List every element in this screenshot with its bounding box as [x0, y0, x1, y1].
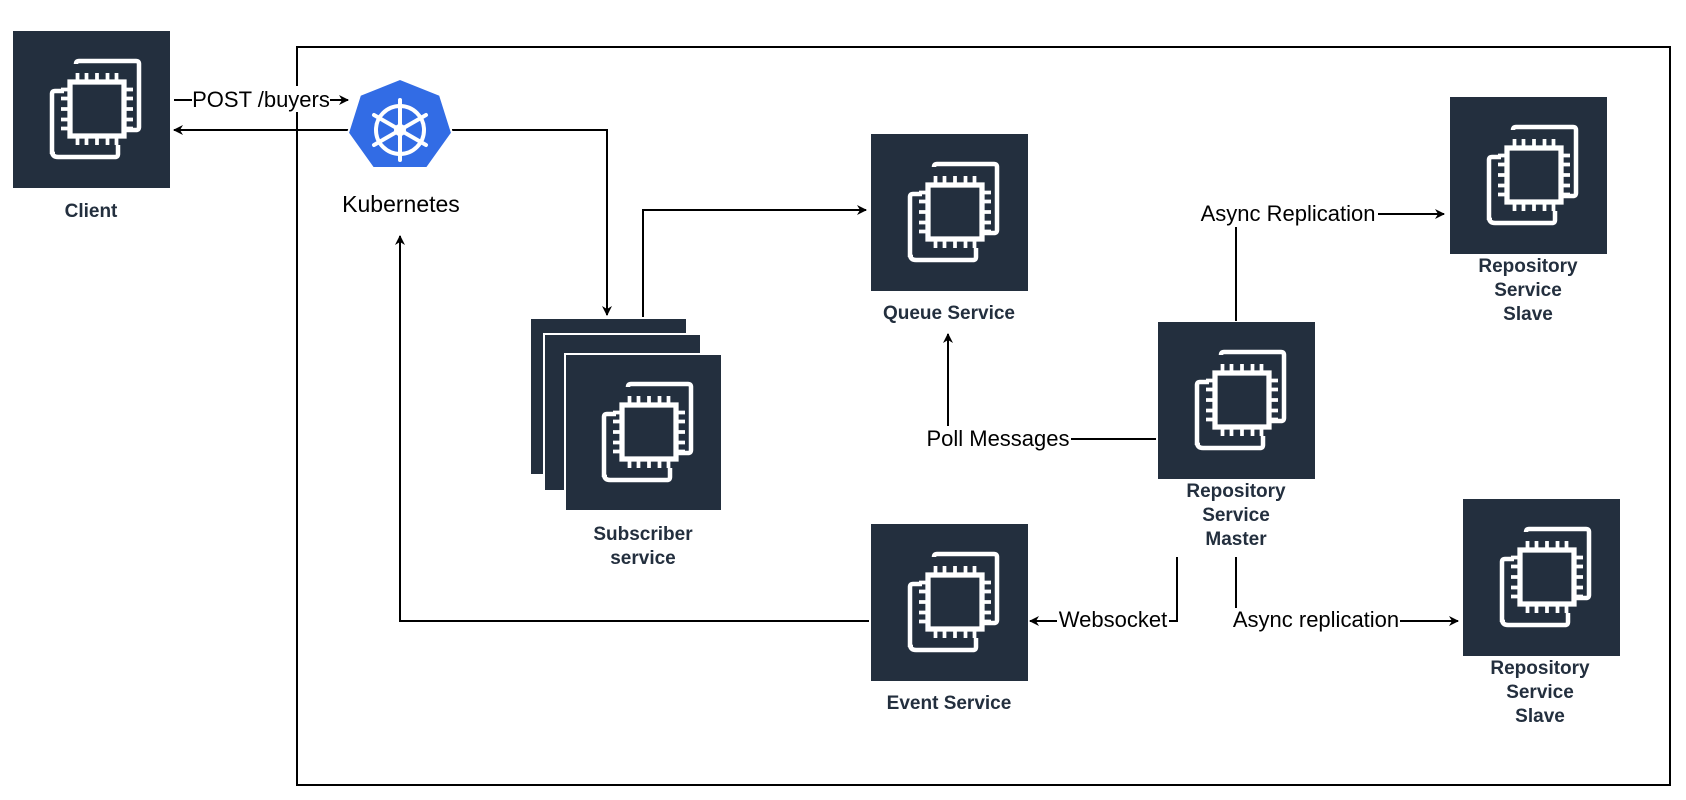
node-master-label-line2: Service: [1202, 505, 1270, 526]
svg-text:POST /buyers: POST /buyers: [192, 87, 330, 112]
node-repository-slave-top[interactable]: Repository Service Slave: [1450, 97, 1607, 325]
node-master-label-line3: Master: [1205, 529, 1267, 550]
edge-subscriber-to-queue: [642, 205, 867, 352]
svg-text:Async replication: Async replication: [1233, 607, 1399, 632]
node-slave-bottom-label-line1: Repository: [1490, 658, 1590, 679]
node-subscriber-label-line1: Subscriber: [593, 524, 693, 545]
node-event-label: Event Service: [887, 693, 1012, 714]
node-client[interactable]: Client: [13, 31, 170, 222]
node-repository-master[interactable]: Repository Service Master: [1158, 322, 1315, 550]
edge-kubernetes-to-subscriber: [452, 129, 612, 316]
node-slave-top-label-line3: Slave: [1503, 304, 1553, 325]
node-client-label: Client: [65, 201, 118, 222]
node-repository-slave-bottom[interactable]: Repository Service Slave: [1463, 499, 1620, 727]
node-subscriber-label-line2: service: [610, 548, 676, 569]
cluster-boundary: [296, 46, 1671, 786]
node-kubernetes[interactable]: Kubernetes: [342, 77, 460, 217]
edge-label-websocket: Websocket: [1057, 607, 1169, 634]
node-event-service[interactable]: Event Service: [871, 524, 1028, 714]
edge-label-poll-messages: Poll Messages: [925, 426, 1071, 452]
node-queue-label: Queue Service: [883, 303, 1015, 324]
edge-poll-messages: [943, 333, 1156, 440]
node-kubernetes-label: Kubernetes: [342, 191, 460, 217]
node-slave-bottom-label-line3: Slave: [1515, 706, 1565, 727]
node-slave-top-label-line2: Service: [1494, 280, 1562, 301]
edge-label-async-replication-top: Async Replication: [1198, 201, 1378, 227]
svg-text:Poll Messages: Poll Messages: [926, 426, 1069, 451]
node-slave-top-label-line1: Repository: [1478, 256, 1578, 277]
edge-label-async-replication-bottom: Async replication: [1232, 607, 1400, 634]
edge-event-to-kubernetes: [395, 235, 869, 622]
edge-label-post-buyers: POST /buyers: [192, 86, 330, 112]
node-subscriber-service[interactable]: Subscriber service: [529, 317, 723, 569]
node-slave-bottom-label-line2: Service: [1506, 682, 1574, 703]
svg-text:Websocket: Websocket: [1059, 607, 1167, 632]
svg-text:Async Replication: Async Replication: [1201, 201, 1376, 226]
edge-async-replication-top: [1235, 209, 1445, 321]
node-master-label-line1: Repository: [1186, 481, 1286, 502]
node-queue-service[interactable]: Queue Service: [871, 134, 1028, 324]
